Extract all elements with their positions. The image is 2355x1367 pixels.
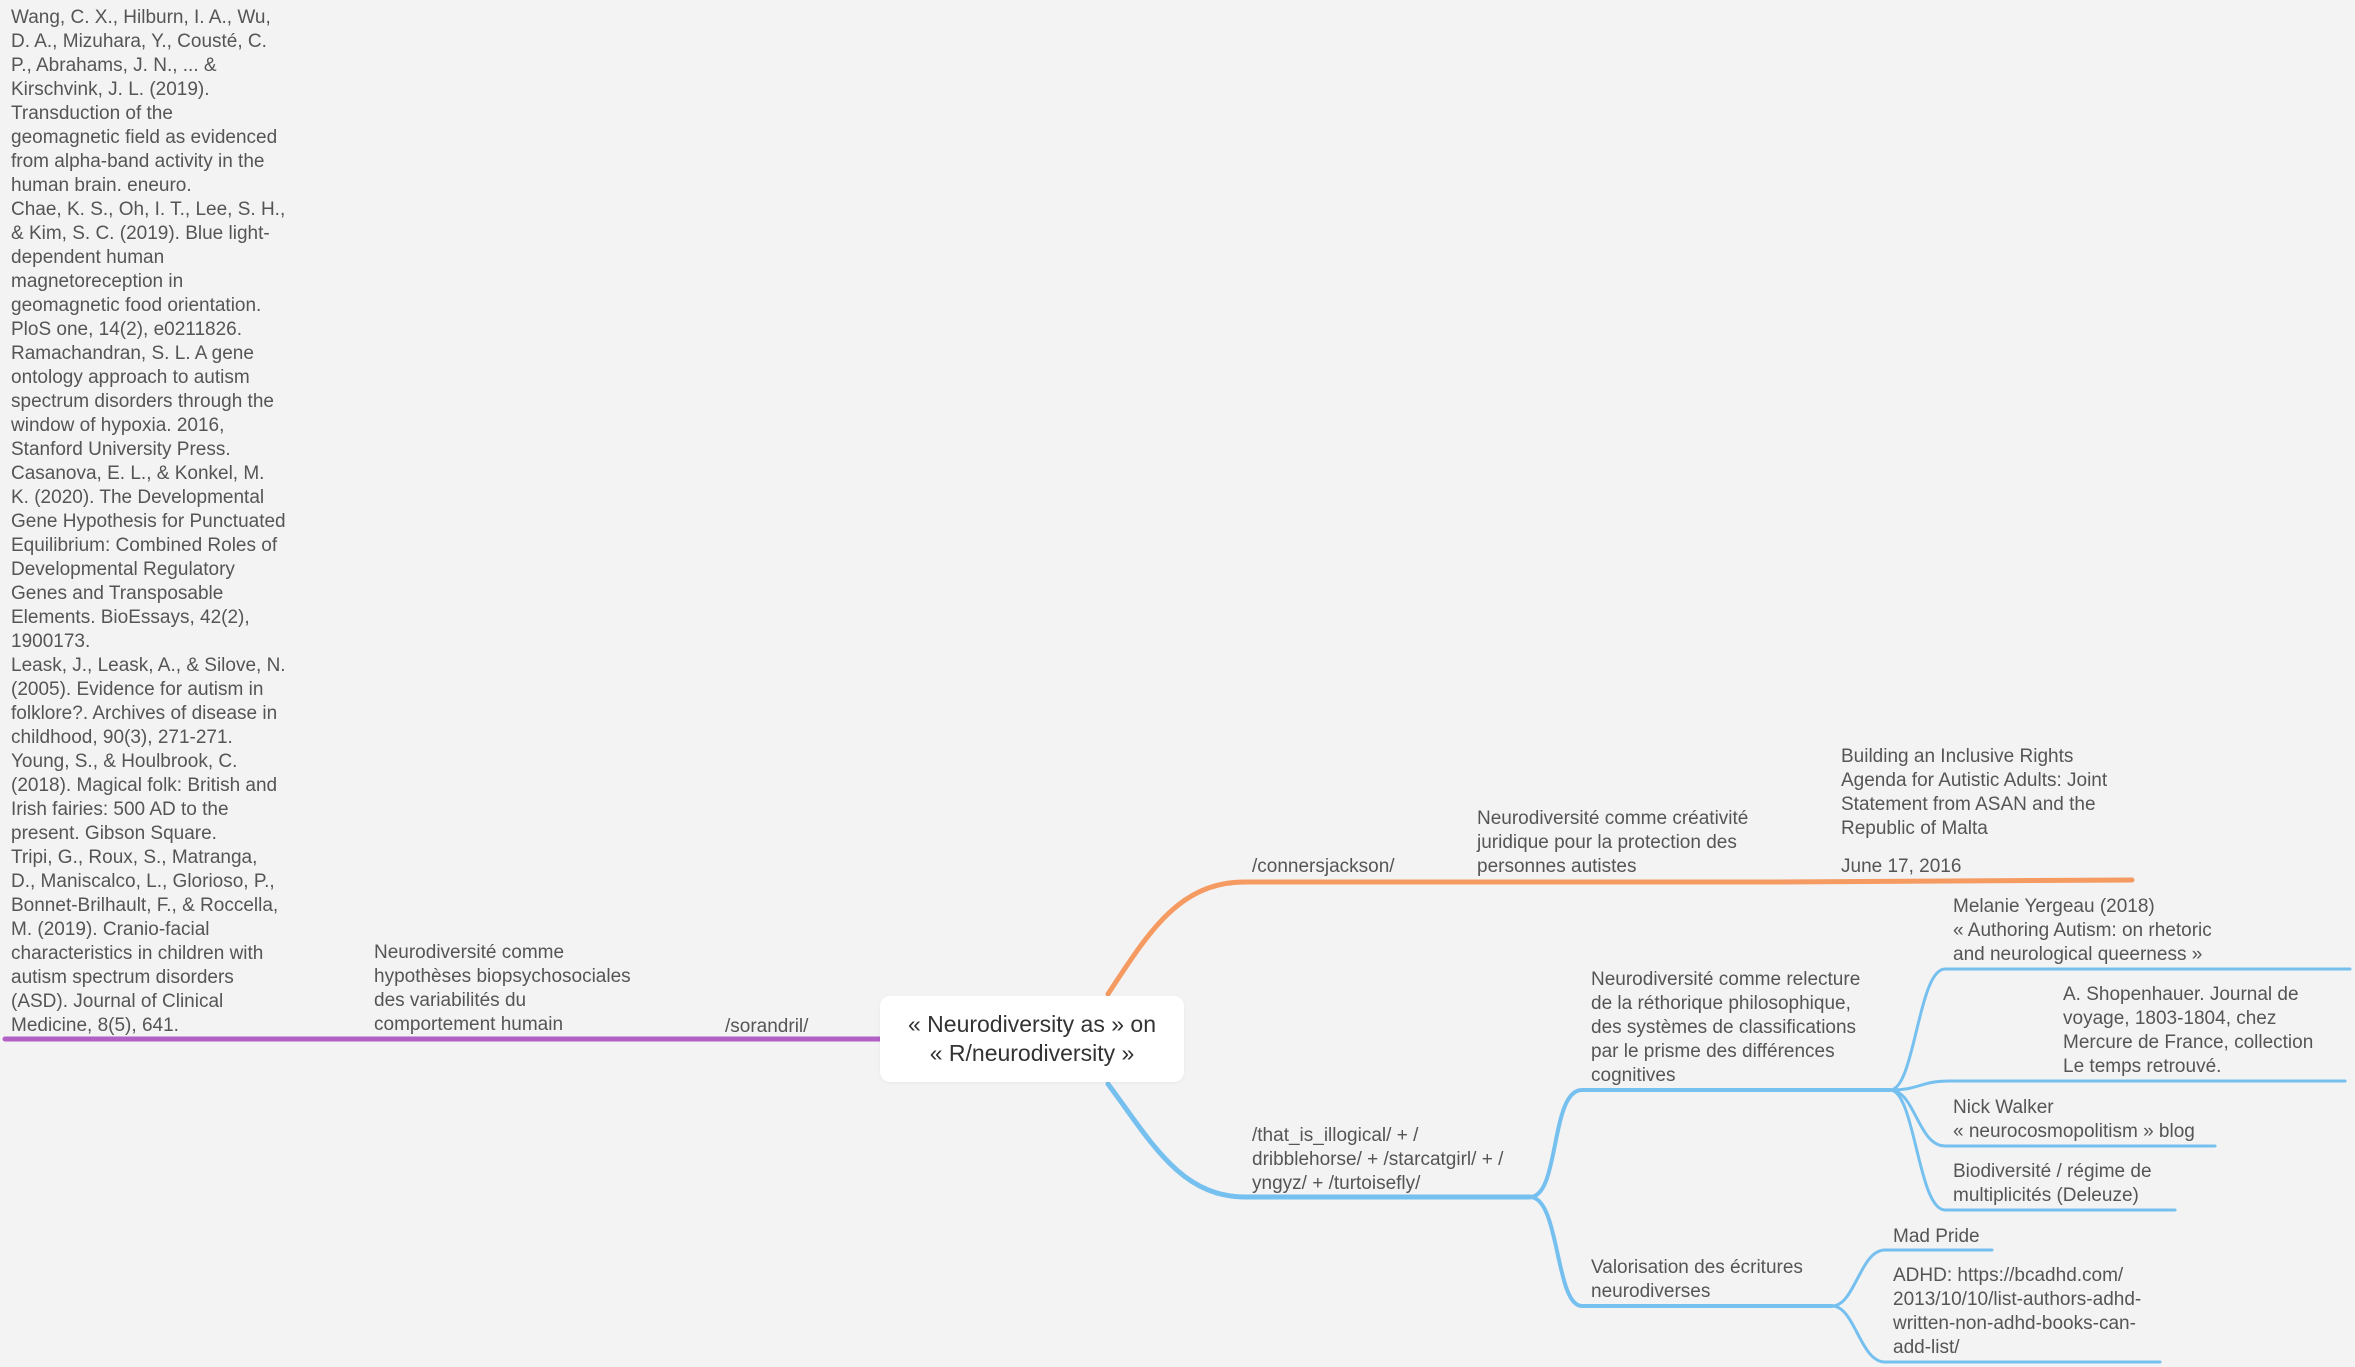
node-adhd-link[interactable]: ADHD: https://bcadhd.com/ 2013/10/10/lis… bbox=[1893, 1265, 2142, 1358]
connector-rethorique-schopenhauer bbox=[1888, 1079, 2347, 1092]
connector-root-users bbox=[1105, 1081, 1533, 1200]
node-neurodiverse-writings[interactable]: Valorisation des écritures neurodiverses bbox=[1591, 1257, 1803, 1302]
node-asan-date[interactable]: June 17, 2016 bbox=[1841, 856, 1962, 877]
connector-rethorique-yergeau bbox=[1888, 967, 2352, 1092]
root-topic[interactable]: « Neurodiversity as » on « R/neurodivers… bbox=[880, 996, 1184, 1082]
connector-users-ecritures bbox=[1528, 1195, 1834, 1308]
node-biopsychosocial-hypotheses[interactable]: Neurodiversité comme hypothèses biopsych… bbox=[374, 942, 631, 1035]
node-sorandril[interactable]: /sorandril/ bbox=[725, 1016, 809, 1037]
node-references-list[interactable]: Wang, C. X., Hilburn, I. A., Wu, D. A., … bbox=[11, 7, 286, 1036]
connector-ecritures-madpride bbox=[1830, 1248, 1994, 1308]
connector-rethorique-walker bbox=[1888, 1088, 2217, 1148]
node-connersjackson[interactable]: /connersjackson/ bbox=[1252, 856, 1395, 877]
connector-rethorique-biodiversite bbox=[1888, 1088, 2177, 1212]
node-yergeau[interactable]: Melanie Yergeau (2018) « Authoring Autis… bbox=[1953, 896, 2212, 965]
node-philosophical-rhetoric[interactable]: Neurodiversité comme relecture de la rét… bbox=[1591, 969, 1861, 1086]
node-asan-statement[interactable]: Building an Inclusive Rights Agenda for … bbox=[1841, 746, 2108, 839]
node-mad-pride[interactable]: Mad Pride bbox=[1893, 1226, 1980, 1247]
node-reddit-users[interactable]: /that_is_illogical/ + / dribblehorse/ + … bbox=[1252, 1125, 1504, 1194]
connector-root-connersjackson bbox=[1105, 879, 1413, 997]
connector-legal-asan bbox=[1769, 877, 2135, 885]
connector-users-rethorique bbox=[1528, 1088, 1892, 1199]
node-schopenhauer[interactable]: A. Shopenhauer. Journal de voyage, 1803-… bbox=[2063, 984, 2314, 1077]
connector-ecritures-adhd bbox=[1830, 1304, 2162, 1364]
node-nick-walker[interactable]: Nick Walker « neurocosmopolitism » blog bbox=[1953, 1097, 2195, 1142]
node-legal-creativity[interactable]: Neurodiversité comme créativité juridiqu… bbox=[1477, 808, 1749, 877]
node-biodiversite[interactable]: Biodiversité / régime de multiplicités (… bbox=[1953, 1161, 2152, 1206]
